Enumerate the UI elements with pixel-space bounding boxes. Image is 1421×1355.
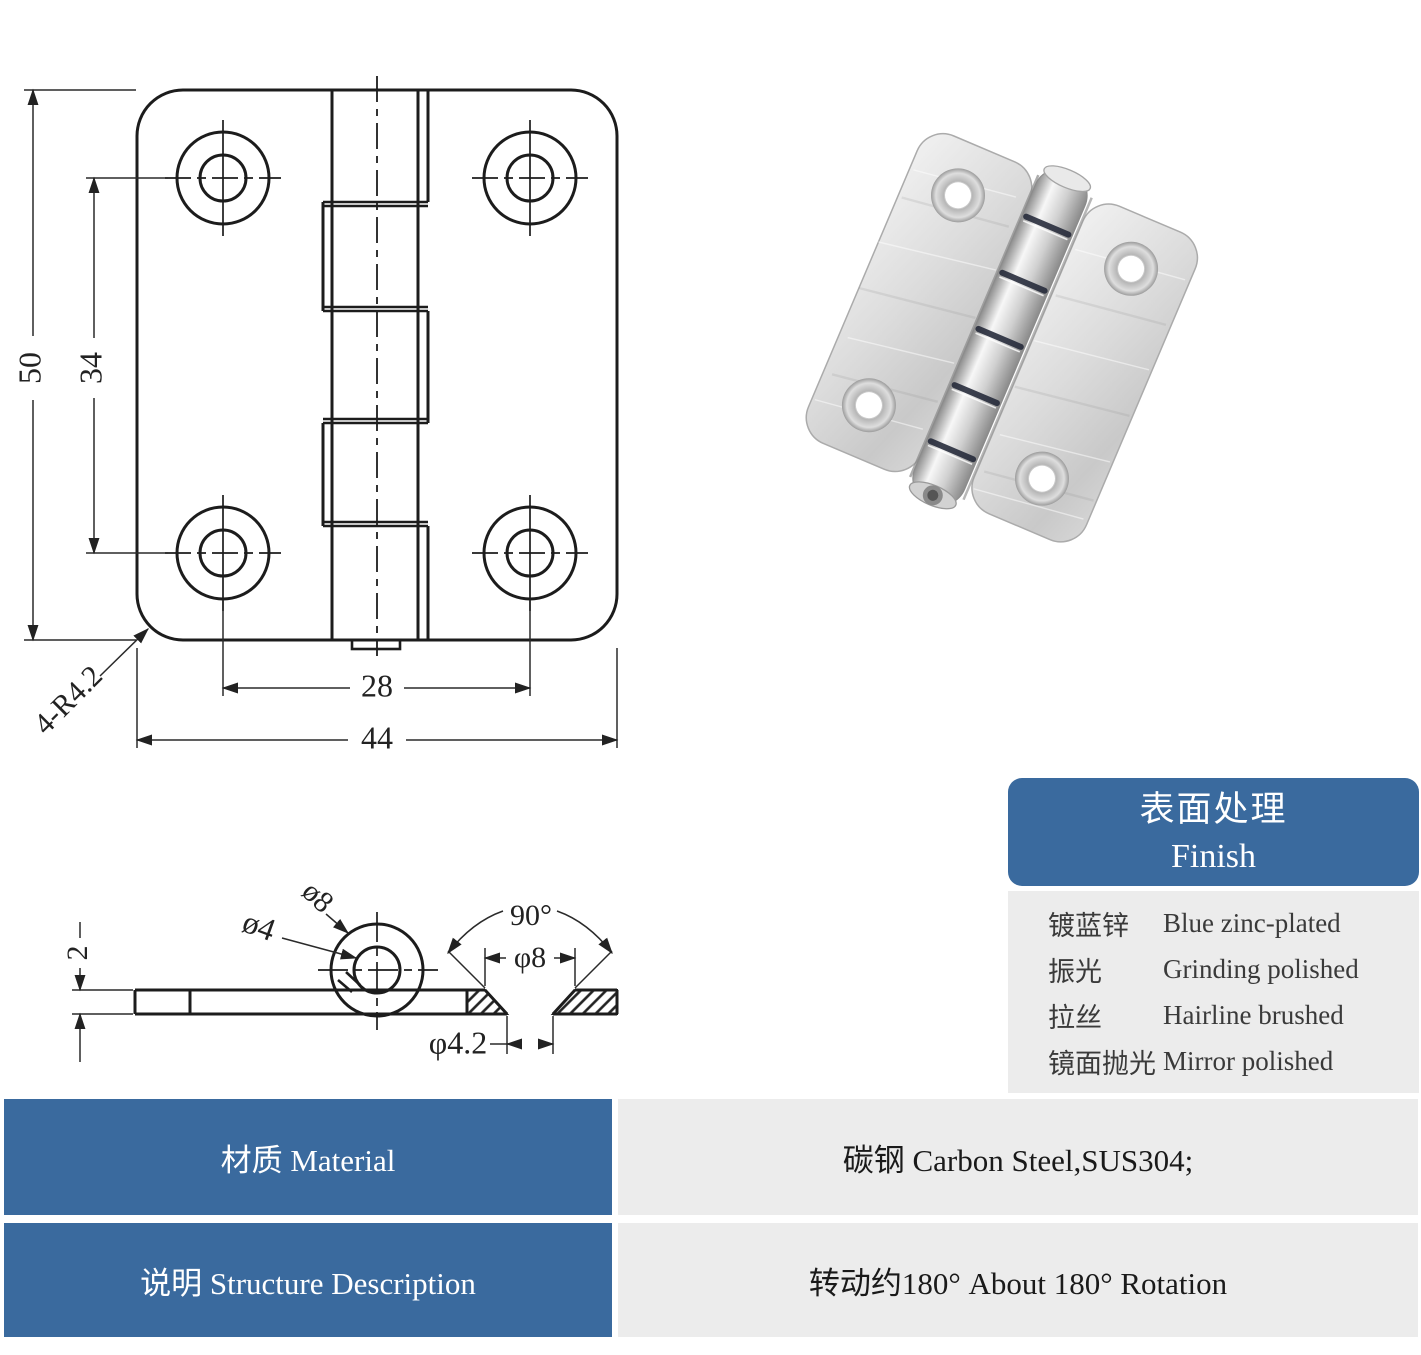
finish-panel-body: 镀蓝锌 Blue zinc-plated 振光 Grinding polishe… — [1008, 891, 1419, 1093]
finish-title-zh: 表面处理 — [1139, 790, 1288, 829]
finish-option-en: Blue zinc-plated — [1163, 907, 1341, 938]
dim-overall-width: 44 — [361, 719, 393, 755]
dim-knuckle-diameter: ø8 — [296, 875, 340, 920]
front-view-drawing: 50 34 28 44 4-R4.2 — [11, 76, 619, 755]
dim-hole-spacing-h: 28 — [361, 667, 393, 703]
finish-panel: 表面处理 Finish 镀蓝锌 Blue zinc-plated 振光 Grin… — [1008, 778, 1419, 1093]
dim-hole-spacing-v: 34 — [72, 352, 108, 384]
finish-option-en: Hairline brushed — [1163, 999, 1344, 1030]
finish-row: 镀蓝锌 Blue zinc-plated — [1008, 900, 1419, 946]
dim-plate-thickness: 2 — [61, 946, 94, 961]
spec-material-value: 碳钢 Carbon Steel,SUS304; — [618, 1099, 1418, 1215]
finish-panel-header: 表面处理 Finish — [1008, 778, 1419, 886]
spec-description-value: 转动约180° About 180° Rotation — [618, 1223, 1418, 1337]
finish-option-zh: 振光 — [1048, 956, 1102, 987]
finish-option-zh: 镀蓝锌 — [1048, 910, 1129, 941]
dim-hole-diameter: φ4.2 — [429, 1024, 487, 1060]
finish-title-en: Finish — [1170, 838, 1257, 875]
spec-description-label: 说明 Structure Description — [4, 1223, 612, 1337]
dim-pin-diameter: ø4 — [238, 903, 280, 948]
dim-corner-radius: 4-R4.2 — [27, 659, 109, 741]
dim-countersink-angle: 90° — [510, 899, 552, 932]
finish-option-zh: 镜面抛光 — [1048, 1048, 1156, 1079]
finish-row: 振光 Grinding polished — [1008, 946, 1419, 992]
product-photo — [805, 133, 1199, 543]
finish-row: 镜面抛光 Mirror polished — [1008, 1038, 1419, 1084]
dim-countersink-diameter: φ8 — [514, 941, 546, 974]
dim-overall-height: 50 — [11, 352, 47, 384]
side-view-drawing: 2 ø8 ø4 90° φ8 φ4.2 — [61, 875, 619, 1062]
finish-option-zh: 拉丝 — [1048, 1002, 1102, 1033]
finish-row: 拉丝 Hairline brushed — [1008, 992, 1419, 1038]
finish-option-en: Mirror polished — [1163, 1045, 1334, 1076]
finish-option-en: Grinding polished — [1163, 953, 1359, 984]
spec-material-label: 材质 Material — [4, 1099, 612, 1215]
